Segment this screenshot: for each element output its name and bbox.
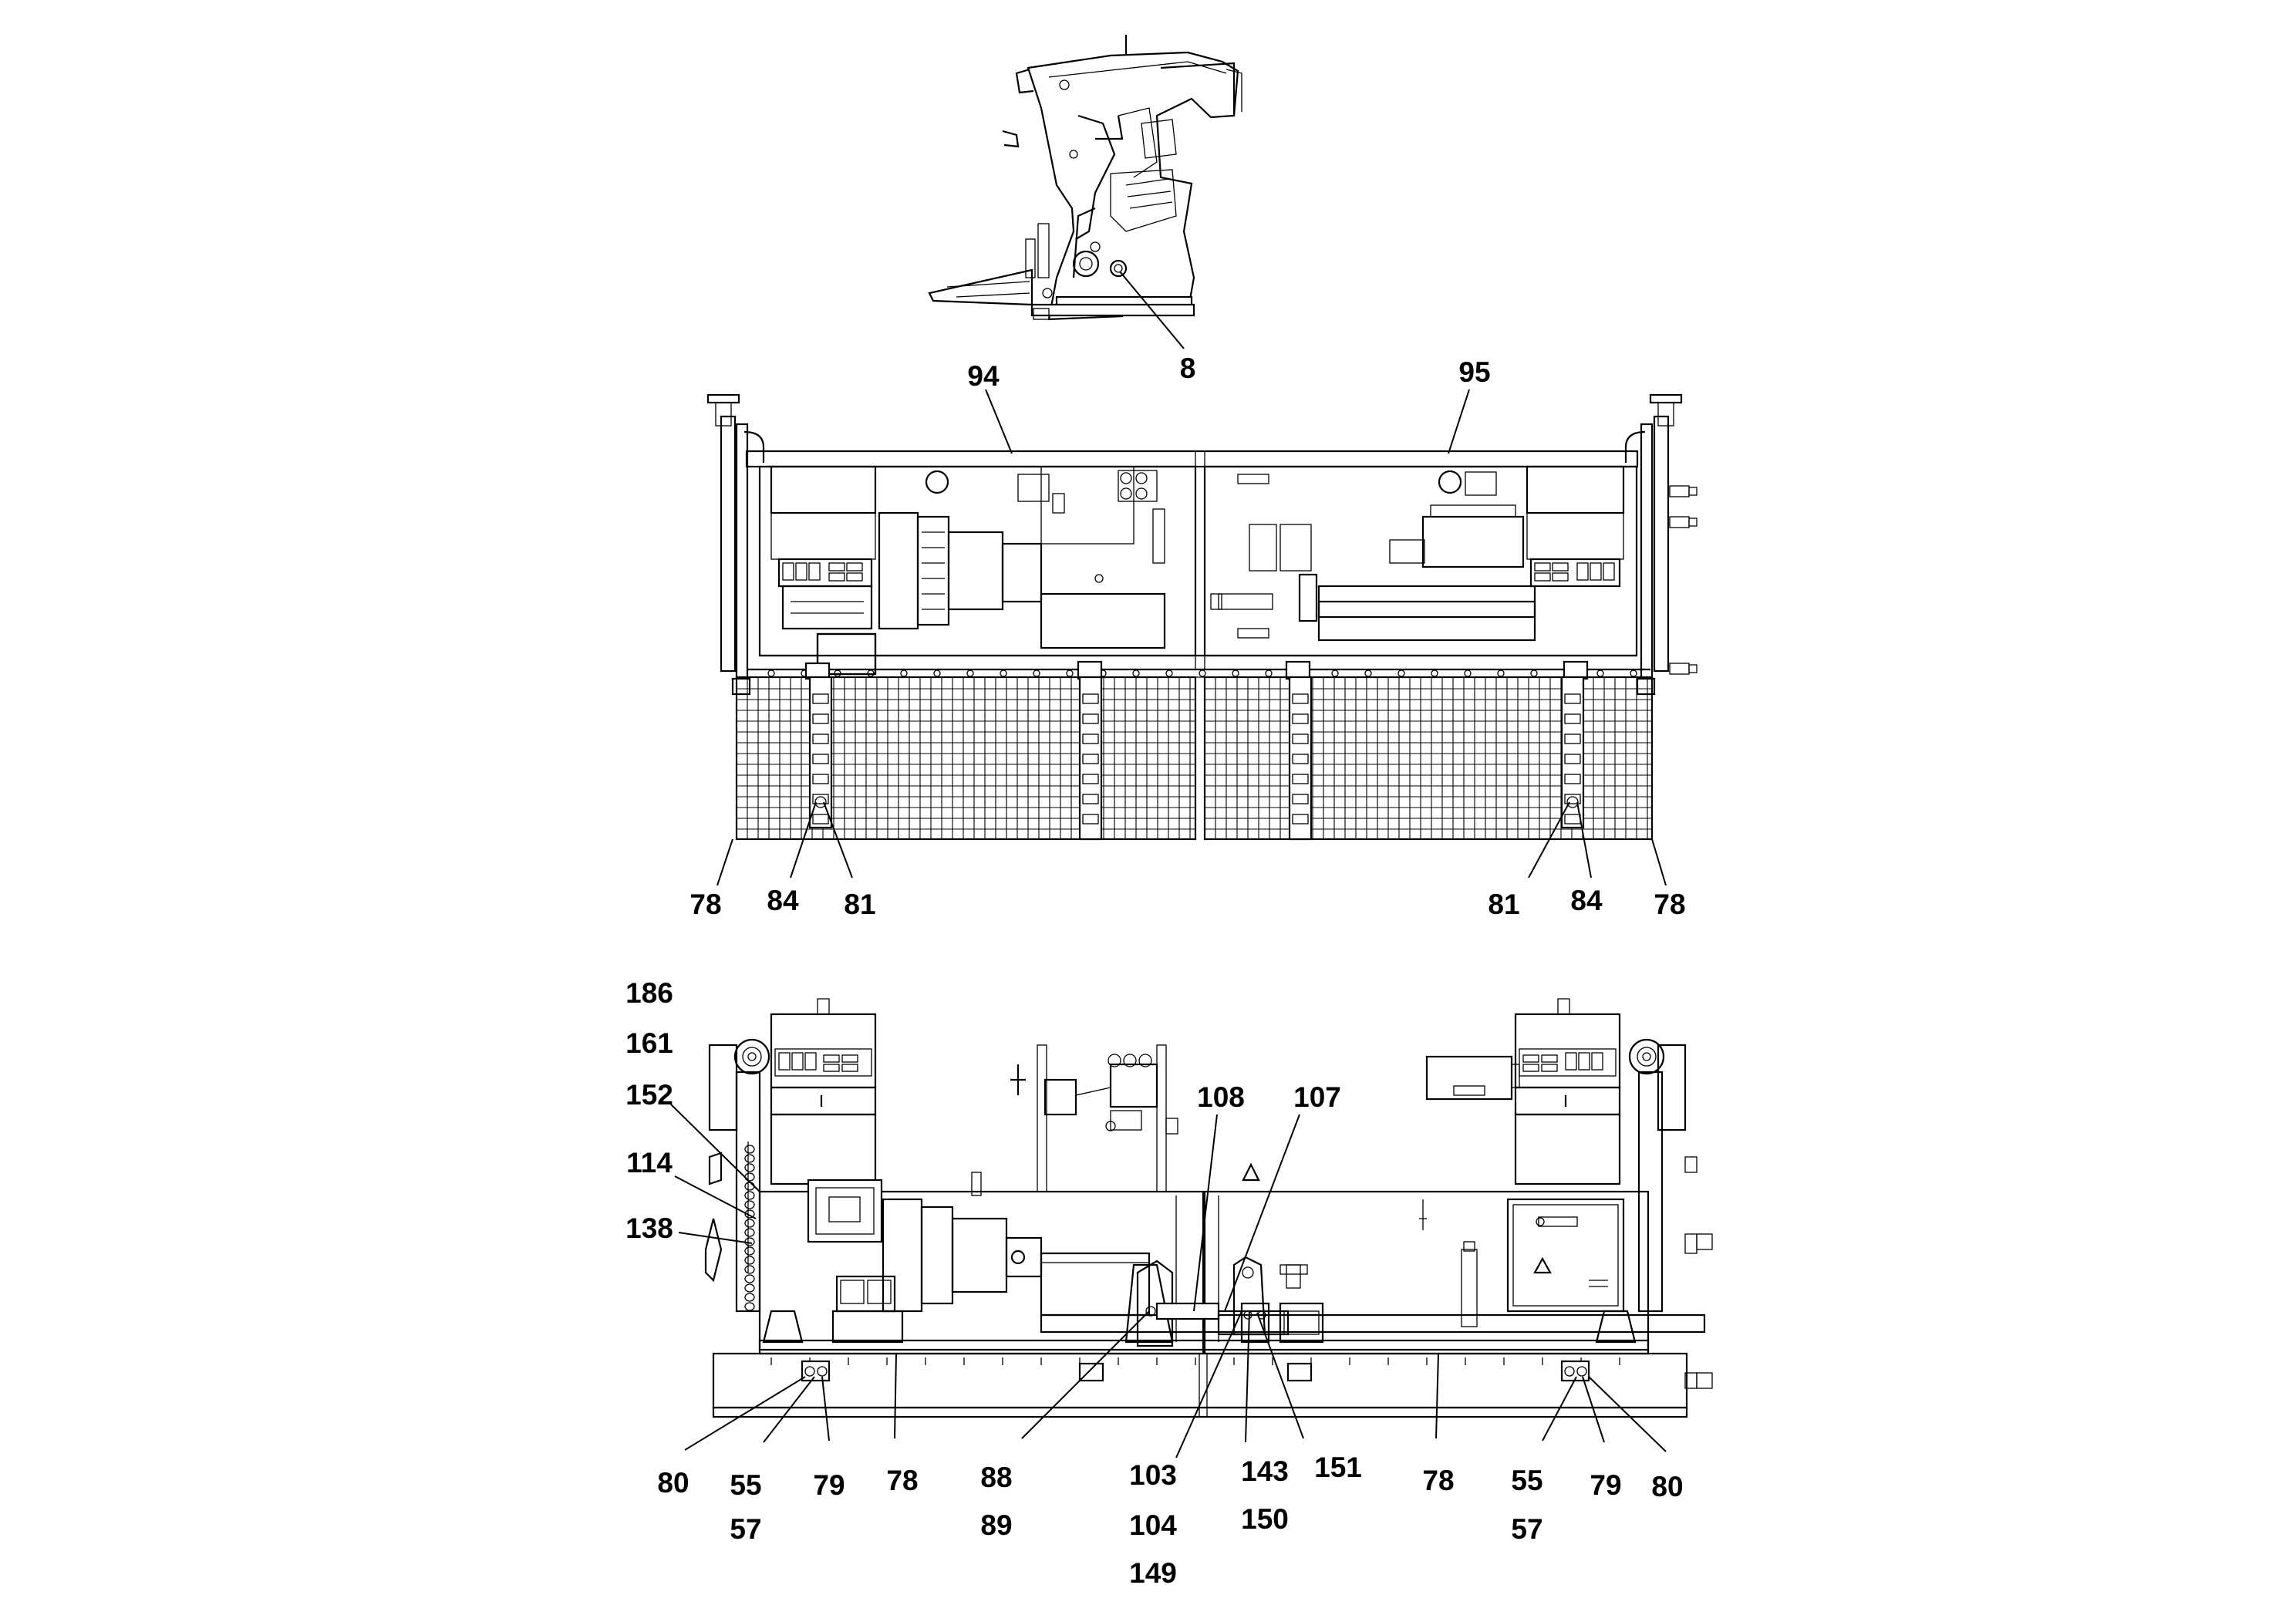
leader-lines <box>670 271 1667 1458</box>
callout-labels: 8 94 95 78 84 81 81 84 78 186 161 152 11… <box>625 352 1685 1589</box>
callout-161: 161 <box>625 1027 673 1059</box>
callout-81: 81 <box>844 889 875 920</box>
callout-57: 57 <box>1511 1513 1542 1545</box>
callout-78: 78 <box>886 1465 918 1496</box>
callout-79: 79 <box>813 1469 845 1501</box>
callout-107: 107 <box>1293 1081 1341 1113</box>
callout-114: 114 <box>626 1147 673 1179</box>
callout-143: 143 <box>1241 1455 1289 1487</box>
callout-55: 55 <box>1511 1465 1542 1496</box>
callout-79: 79 <box>1590 1469 1621 1501</box>
front-view <box>704 998 1713 1418</box>
callout-80: 80 <box>657 1467 689 1499</box>
callout-103: 103 <box>1129 1459 1177 1491</box>
callout-94: 94 <box>967 360 1000 392</box>
callout-8: 8 <box>1180 352 1196 384</box>
manufacturer-logo <box>1538 1216 1578 1227</box>
callout-78: 78 <box>689 889 721 920</box>
side-view <box>928 35 1242 321</box>
callout-81: 81 <box>1488 889 1519 920</box>
callout-108: 108 <box>1197 1081 1245 1113</box>
callout-89: 89 <box>980 1509 1012 1541</box>
callout-84: 84 <box>767 885 799 916</box>
callout-152: 152 <box>625 1079 673 1111</box>
callout-150: 150 <box>1241 1503 1289 1535</box>
callout-149: 149 <box>1129 1557 1177 1589</box>
callout-186: 186 <box>625 977 673 1009</box>
callout-95: 95 <box>1458 356 1490 388</box>
callout-88: 88 <box>980 1462 1012 1493</box>
top-view <box>706 393 1698 841</box>
callout-78: 78 <box>1654 889 1685 920</box>
callout-80: 80 <box>1651 1471 1683 1502</box>
callout-57: 57 <box>730 1513 761 1545</box>
callout-55: 55 <box>730 1469 761 1501</box>
callout-104: 104 <box>1129 1509 1177 1541</box>
callout-138: 138 <box>625 1212 673 1244</box>
warning-triangle-icon <box>1533 1256 1552 1274</box>
callout-78: 78 <box>1422 1465 1454 1496</box>
callout-151: 151 <box>1314 1452 1362 1483</box>
callout-84: 84 <box>1570 885 1603 916</box>
